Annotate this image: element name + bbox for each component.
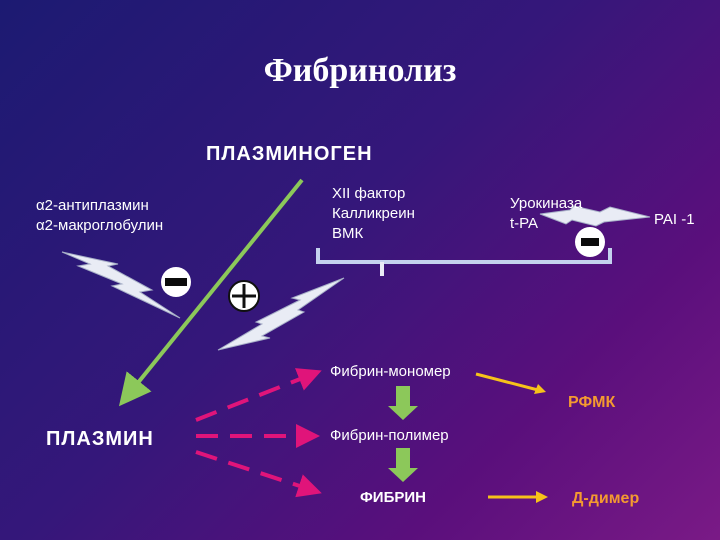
- lightning-bolt-icon: [217, 277, 345, 351]
- activators-list: XII фактор Калликреин ВМК: [332, 184, 415, 244]
- activators-bracket: [316, 248, 612, 264]
- urokinase-item: t-PA: [510, 215, 539, 232]
- pai-label: PAI -1: [654, 211, 695, 228]
- plasmin-label: ПЛАЗМИН: [46, 428, 154, 450]
- rfmk-label: РФМК: [568, 394, 616, 411]
- urokinase-item: Урокиназа: [510, 195, 583, 212]
- monomer-to-polymer-arrow: [388, 386, 418, 420]
- polymer-to-fibrin-arrow: [388, 448, 418, 482]
- monomer-to-rfmk-arrow: [475, 372, 539, 392]
- inhibitor-item: α2-антиплазмин: [36, 197, 149, 214]
- plasmin-to-fibrin-arrow: [195, 450, 322, 498]
- fibrin-polymer-label: Фибрин-полимер: [330, 427, 449, 444]
- plasminogen-label: ПЛАЗМИНОГЕН: [206, 143, 373, 165]
- activator-item: Калликреин: [332, 205, 415, 222]
- activator-item: ВМК: [332, 225, 364, 242]
- fibrin-label: ФИБРИН: [360, 489, 426, 506]
- inhibitors-list: α2-антиплазмин α2-макроглобулин: [36, 196, 163, 236]
- plasminogen-to-plasmin-arrow: [118, 178, 304, 407]
- fibrin-monomer-label: Фибрин-мономер: [330, 363, 451, 380]
- plasmin-to-monomer-arrow: [195, 368, 322, 422]
- lightning-bolt-icon: [61, 251, 181, 319]
- d-dimer-label: Д-димер: [572, 490, 640, 507]
- urokinase-list: Урокиназа t-PA: [510, 194, 582, 234]
- page-title: Фибринолиз: [263, 52, 457, 89]
- inhibitor-item: α2-макроглобулин: [36, 217, 164, 234]
- lightning-bolt-icon: [539, 205, 651, 227]
- activator-item: XII фактор: [332, 185, 406, 202]
